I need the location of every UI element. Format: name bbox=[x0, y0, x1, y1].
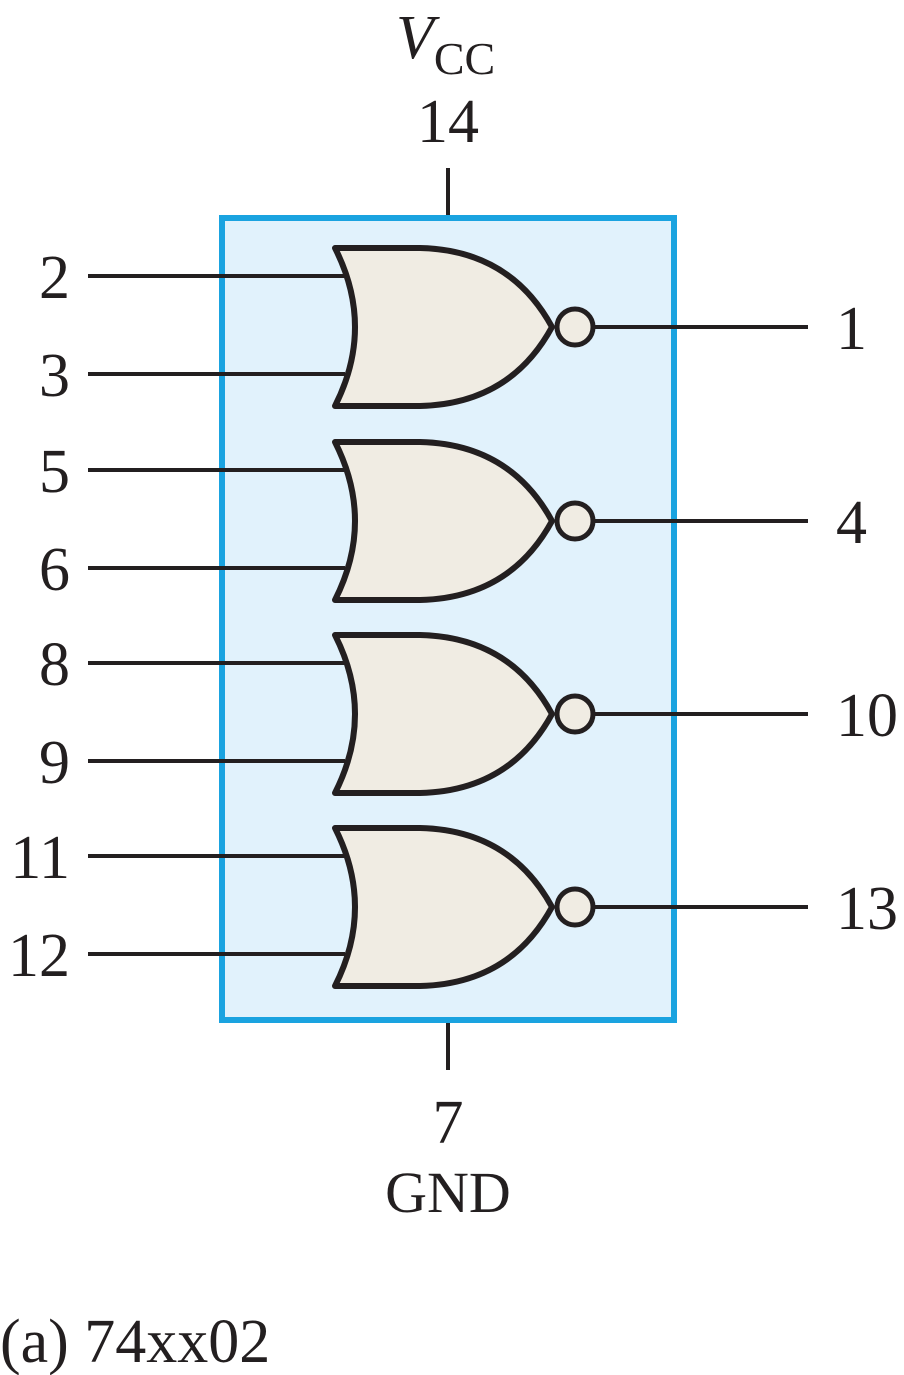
vcc-label: VCC bbox=[396, 4, 495, 84]
pin-label-input-a: 2 bbox=[39, 244, 70, 312]
vcc-pin-number: 14 bbox=[417, 88, 479, 156]
pin-label-input-b: 12 bbox=[8, 922, 70, 990]
inversion-bubble bbox=[554, 500, 596, 542]
pin-label-output: 1 bbox=[836, 295, 867, 363]
nor-gate-2 bbox=[88, 439, 808, 603]
pin-label-output: 10 bbox=[836, 682, 898, 750]
nor-gate-body bbox=[332, 825, 555, 989]
pin-label-input-a: 5 bbox=[39, 438, 70, 506]
pin-label-input-b: 9 bbox=[39, 729, 70, 797]
pin-label-input-b: 3 bbox=[39, 342, 70, 410]
pin-label-input-b: 6 bbox=[39, 536, 70, 604]
pin-label-input-a: 11 bbox=[10, 824, 70, 892]
nor-gate-body bbox=[332, 632, 555, 796]
inversion-bubble bbox=[554, 693, 596, 735]
gnd-pin-number: 7 bbox=[433, 1089, 464, 1157]
inversion-bubble bbox=[554, 886, 596, 928]
nor-gate-body bbox=[332, 245, 555, 409]
figure-caption: (a) 74xx02 bbox=[0, 1308, 270, 1375]
nor-gate-1 bbox=[88, 245, 808, 409]
nor-gate-3 bbox=[88, 632, 808, 796]
nor-gate-body bbox=[332, 439, 555, 603]
gnd-label: GND bbox=[385, 1160, 511, 1225]
inversion-bubble bbox=[554, 306, 596, 348]
pin-label-output: 13 bbox=[836, 875, 898, 943]
pin-label-input-a: 8 bbox=[39, 631, 70, 699]
pin-label-output: 4 bbox=[836, 489, 867, 557]
nor-gate-4 bbox=[88, 825, 808, 989]
